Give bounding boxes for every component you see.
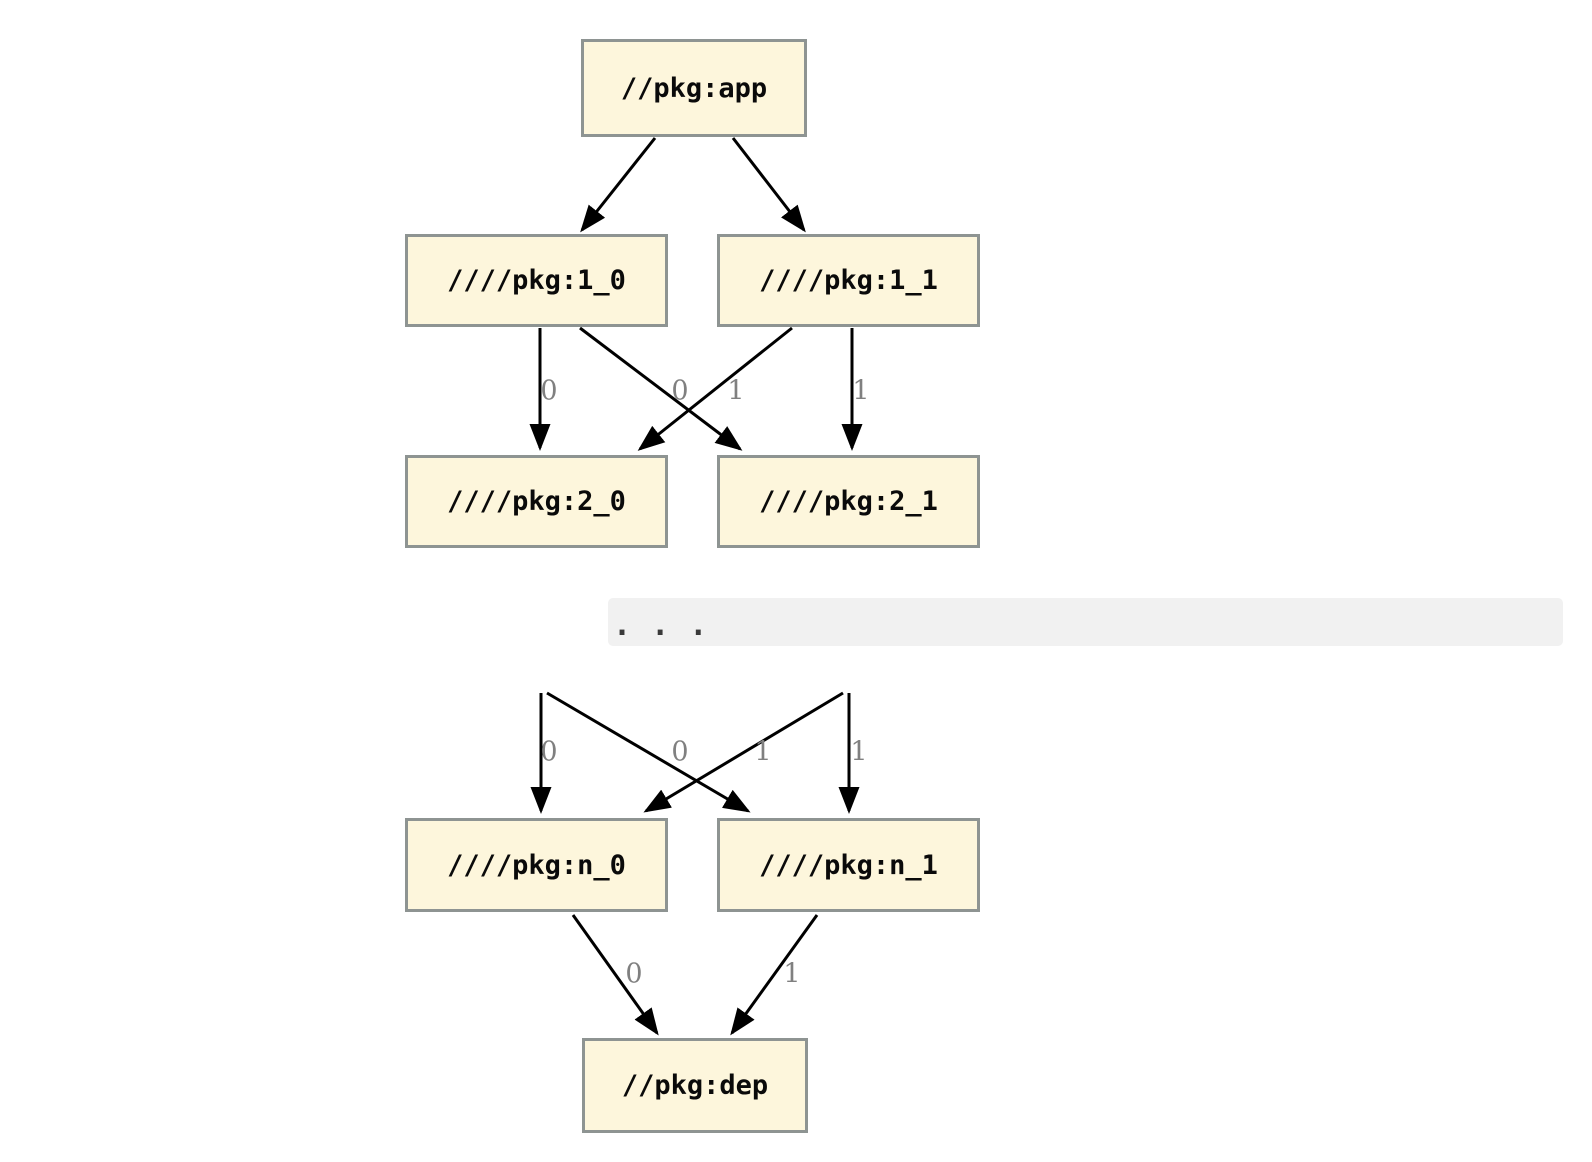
node-pkg-2_1: ////pkg:2_1 — [717, 455, 980, 548]
edge-1_0-to-2_1 — [579, 326, 743, 451]
edge-label: 0 — [671, 736, 689, 768]
node-pkg-app: //pkg:app — [581, 39, 807, 137]
edge-label: 0 — [540, 736, 558, 768]
edge-label: 1 — [727, 375, 745, 407]
node-pkg-1_0: ////pkg:1_0 — [405, 234, 668, 327]
edge-n_0-to-dep — [571, 914, 659, 1036]
node-pkg-1_1: ////pkg:1_1 — [717, 234, 980, 327]
edge-hidden-to-n_0-cross — [643, 691, 844, 813]
node-pkg-n_0: ////pkg:n_0 — [405, 818, 668, 912]
edge-hidden-to-n_1-cross — [546, 691, 751, 813]
edge-label: 1 — [783, 958, 801, 990]
edge-n_1-to-dep — [730, 914, 819, 1036]
edge-app-to-1_1 — [731, 137, 806, 233]
edge-label: 1 — [850, 736, 868, 768]
ellipsis-band — [608, 598, 1563, 646]
node-pkg-dep: //pkg:dep — [582, 1038, 808, 1133]
node-pkg-2_0: ////pkg:2_0 — [405, 455, 668, 548]
ellipsis-dots: . . . — [613, 608, 709, 643]
edge-app-to-1_0 — [580, 137, 657, 233]
edge-1_1-to-2_0 — [637, 326, 793, 451]
node-pkg-n_1: ////pkg:n_1 — [717, 818, 980, 912]
edge-label: 1 — [852, 375, 870, 407]
edge-label: 0 — [671, 375, 689, 407]
edge-label: 0 — [625, 958, 643, 990]
edge-label: 0 — [540, 375, 558, 407]
edge-label: 1 — [754, 736, 772, 768]
